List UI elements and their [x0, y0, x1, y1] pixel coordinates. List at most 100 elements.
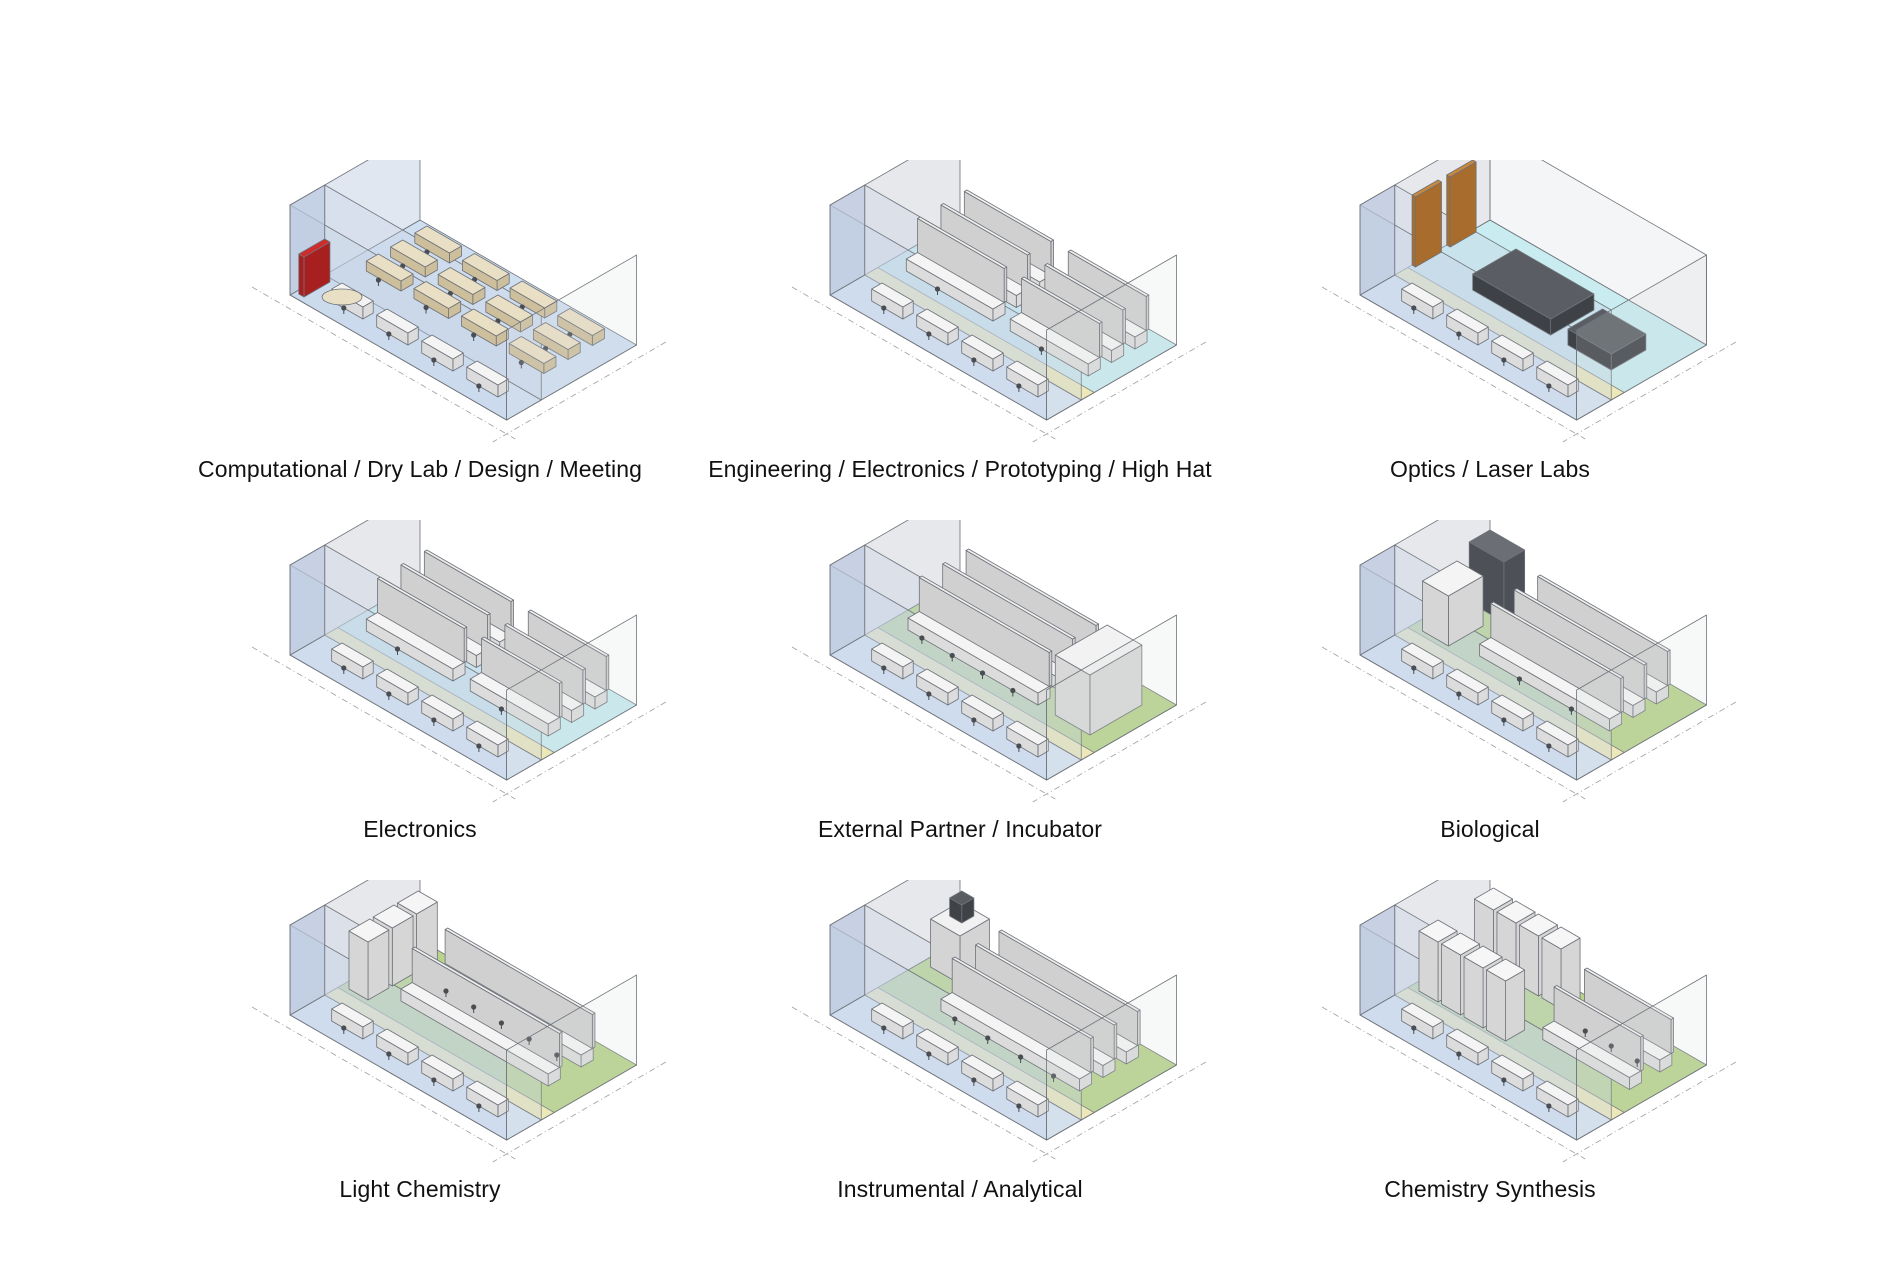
lab-bench-shelf-top: [411, 946, 563, 1034]
work-bench-shelf-top: [1021, 276, 1103, 324]
lab-bench-shelf-top: [1513, 588, 1648, 666]
work-bench-shelf-top: [377, 576, 468, 629]
lab-card-light-chemistry: Light Chemistry: [140, 880, 700, 1220]
isometric-lab-diagram: [251, 880, 667, 1163]
office-desk-top: [1446, 1028, 1489, 1054]
office-desk-top: [421, 334, 464, 360]
office-desk-top: [871, 1002, 914, 1028]
wall-end: [1576, 254, 1707, 421]
lab-caption: Instrumental / Analytical: [837, 1176, 1083, 1202]
workstation-top: [414, 225, 462, 254]
office-wall: [829, 904, 866, 1016]
door-front: [1446, 174, 1451, 248]
lab-caption: Computational / Dry Lab / Design / Meeti…: [198, 456, 642, 482]
chair: [1546, 383, 1552, 389]
optical-table-top: [1567, 308, 1647, 355]
office-desk-top: [376, 308, 419, 334]
fume-hood-top: [397, 890, 438, 915]
lab-caption: Optics / Laser Labs: [1389, 456, 1591, 482]
work-bench-shelf-top: [917, 216, 1008, 269]
office-desk-top: [331, 642, 374, 668]
office-desk-top: [961, 1054, 1004, 1080]
office-desk-top: [1446, 308, 1489, 334]
isometric-lab-diagram: [1321, 160, 1737, 443]
work-bench-shelf-top: [400, 563, 491, 616]
fume-hood-front: [1486, 969, 1506, 1042]
office-desk-top: [916, 1028, 959, 1054]
wall-end: [506, 614, 637, 781]
red-panel-front: [298, 253, 305, 298]
office-wall: [1359, 544, 1396, 656]
office-desk-top: [421, 694, 464, 720]
chair: [386, 331, 392, 337]
office-desk-top: [1401, 282, 1444, 308]
workstation-top: [413, 281, 462, 309]
workstation-top: [365, 253, 414, 282]
instrument-dark-top: [949, 890, 975, 906]
office-wall: [1359, 904, 1396, 1016]
workstation-top: [437, 267, 486, 295]
lab-caption: External Partner / Incubator: [817, 816, 1103, 842]
office-wall: [1359, 184, 1396, 296]
work-bench-shelf-top: [481, 636, 563, 684]
workstation-top: [461, 308, 509, 337]
door-front: [1411, 194, 1416, 268]
lab-caption: Electronics: [363, 816, 477, 842]
fume-hood-front: [1441, 943, 1461, 1016]
wall-end: [1046, 974, 1177, 1141]
office-desk-top: [376, 668, 419, 694]
door-top: [1411, 179, 1442, 198]
wall-end: [506, 974, 637, 1141]
office-wall: [289, 544, 326, 656]
storage-racks-top: [1054, 624, 1143, 676]
work-bench-shelf-top: [527, 609, 610, 657]
chair: [431, 357, 437, 363]
wall-end: [1046, 254, 1177, 421]
wall-end: [1576, 974, 1707, 1141]
fume-hood-top: [348, 918, 390, 943]
bio-cabinet-top: [1468, 529, 1526, 563]
office-desk-top: [1536, 720, 1579, 746]
lab-bench-shelf-top: [998, 929, 1141, 1012]
chair: [971, 357, 977, 363]
lab-card-instrumental: Instrumental / Analytical: [680, 880, 1240, 1220]
lab-card-electronics: Electronics: [140, 520, 700, 860]
chair: [1456, 331, 1462, 337]
office-desk-top: [961, 334, 1004, 360]
office-wall: [829, 184, 866, 296]
office-desk-top: [871, 282, 914, 308]
chair: [1411, 305, 1417, 311]
isometric-lab-diagram: [1321, 880, 1737, 1163]
chair: [341, 305, 347, 311]
lab-card-incubator: External Partner / Incubator: [680, 520, 1240, 860]
office-desk-top: [1536, 1080, 1579, 1106]
office-desk-top: [916, 308, 959, 334]
chair: [1038, 346, 1045, 352]
lab-caption: Biological: [1440, 816, 1540, 842]
wall-end: [1046, 614, 1177, 781]
fume-hood-top: [1474, 887, 1513, 911]
lab-card-biological: Biological: [1210, 520, 1770, 860]
lab-card-engineering: Engineering / Electronics / Prototyping …: [680, 160, 1240, 500]
office-wall: [829, 544, 866, 656]
fume-hood-top: [372, 904, 414, 929]
chair: [1016, 383, 1022, 389]
work-bench-shelf-top: [423, 549, 514, 602]
office-desk-top: [1491, 694, 1534, 720]
office-desk-top: [1006, 360, 1049, 386]
chair: [881, 305, 887, 311]
workstation-top: [390, 239, 438, 268]
workstation-top: [462, 253, 510, 281]
office-desk-top: [1536, 360, 1579, 386]
lab-bench-shelf-top: [1537, 574, 1671, 652]
workstation-top: [508, 336, 557, 364]
fume-hood-top: [1519, 913, 1558, 937]
lab-card-optics: Optics / Laser Labs: [1210, 160, 1770, 500]
chair: [926, 331, 932, 337]
isometric-lab-diagram: [1321, 520, 1737, 803]
equipment-top: [1422, 560, 1484, 597]
fume-hood-top: [1541, 926, 1581, 950]
workstation-top: [557, 308, 605, 336]
lab-card-computational: Computational / Dry Lab / Design / Meeti…: [140, 160, 700, 500]
